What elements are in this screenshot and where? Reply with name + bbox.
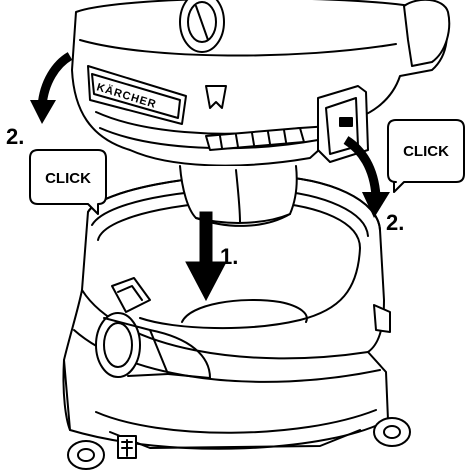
click-label-right: CLICK xyxy=(403,143,449,160)
arrow-down-icon xyxy=(185,211,227,302)
step-label-latch-right: 2. xyxy=(386,210,404,235)
container-bin xyxy=(62,174,411,470)
curved-arrow-down-icon xyxy=(30,52,73,124)
click-label-left: CLICK xyxy=(45,170,91,187)
motor-head xyxy=(71,0,451,227)
click-bubble-right: CLICK xyxy=(387,119,465,193)
step-label-latch-left: 2. xyxy=(6,124,24,149)
step-label-insert: 1. xyxy=(220,244,238,269)
click-bubble-left: CLICK xyxy=(29,149,107,215)
curved-arrow-down-icon xyxy=(343,136,390,218)
